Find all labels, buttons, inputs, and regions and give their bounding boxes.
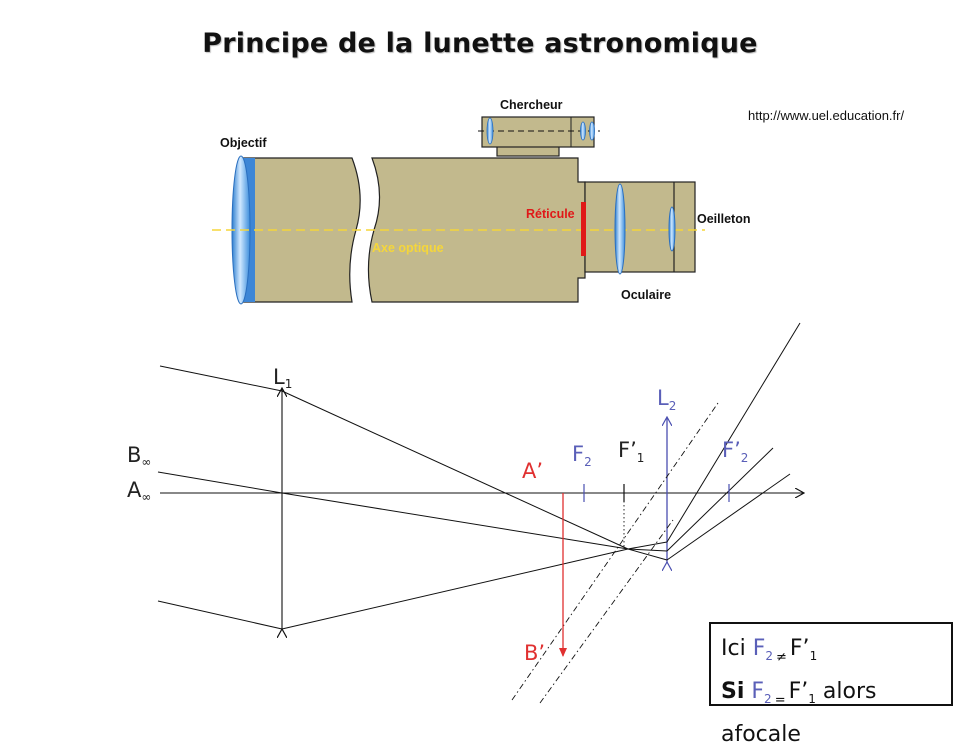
label-oculaire: Oculaire [621,288,671,302]
label-f2: F2 [572,442,592,469]
reticle [581,202,586,256]
note-line-1: Ici F2≠F’1 [721,632,941,675]
source-url[interactable]: http://www.uel.education.fr/ [748,108,905,123]
label-b-inf: B∞ [127,443,151,469]
note-f1p: F’ [789,636,810,661]
ray-diagram: L1 L2 B∞ A∞ F2 F’1 F’2 A’ B’ [127,322,803,704]
label-oeilleton: Oeilleton [697,212,750,226]
note-f1p-b: F’ [788,679,809,704]
label-a-inf: A∞ [127,478,151,504]
label-l1: L1 [273,365,292,391]
note-line-2: Si F2=F’1 alors afocale [721,675,941,752]
eyepiece-lens [614,183,626,275]
eyepiece-tube [584,181,696,273]
label-l2: L2 [657,386,676,413]
note-f1p-sub-b: 1 [808,692,816,706]
label-a-prime: A’ [522,459,543,483]
label-f2-prime: F’2 [722,438,748,465]
note-f2: F [752,636,766,661]
label-b-prime: B’ [524,641,545,665]
label-objectif: Objectif [220,136,267,150]
finder-scope [478,116,600,157]
diagram-canvas: Chercheur Objectif Réticule Oeilleton Ax… [127,98,960,704]
telescope: Chercheur Objectif Réticule Oeilleton Ax… [212,98,750,305]
tube-rear [367,157,586,303]
note-si: Si [721,679,745,704]
note-f1p-sub: 1 [809,649,818,663]
note-f2-b: F [751,679,765,704]
note-box: Ici F2≠F’1 Si F2=F’1 alors afocale [709,622,953,747]
note-ici: Ici [721,636,746,661]
note-f2-sub-b: 2 [764,692,772,706]
eyecup-lens [668,206,676,252]
note-f2-sub: 2 [765,649,773,663]
label-reticule: Réticule [526,207,575,221]
label-axe-optique: Axe optique [372,241,444,255]
note-neq: ≠ [776,650,787,665]
label-chercheur: Chercheur [500,98,563,112]
note-eq: = [774,693,786,708]
label-f1-prime: F’1 [618,438,644,465]
page-title: Principe de la lunette astronomique [202,28,758,59]
